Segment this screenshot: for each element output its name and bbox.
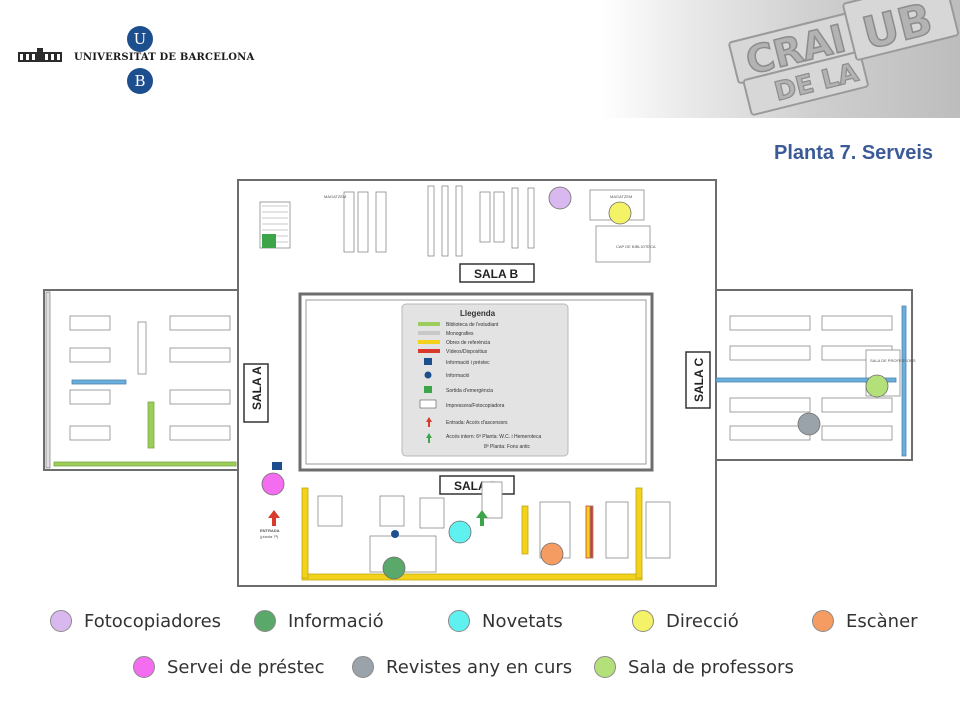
internal-access-arrow-icon [476,510,488,526]
sala-c-label: SALA C [692,357,706,402]
magatzem-label-2: MAGATZEM [610,194,632,199]
legend-label: Servei de préstec [167,656,325,678]
entrada-sublabel: (planta 7ª) [260,534,279,539]
sala-d-furniture [301,481,671,581]
crai-logo-tiles: CRAI DE LA UB [728,0,959,116]
legend-item-escaner[interactable]: Escàner [812,606,918,636]
sala-a-label: SALA A [250,366,264,410]
sala-c-box [685,351,711,409]
services-legend-row-1: Fotocopiadores Informació Novetats Direc… [0,606,960,636]
plan-legend-item: Monografies [446,331,474,337]
marker-novetats[interactable] [448,520,472,544]
revistes-dot-icon [352,656,374,678]
plan-legend-item: Sortida d'emergència [446,388,493,394]
building-walls [43,179,913,587]
internal-access-icon [426,433,432,443]
legend-swatch-biblioteca [418,322,440,326]
marker-fotocopiadores[interactable] [548,186,572,210]
crai-logo: CRAI DE LA UB [728,0,959,116]
direccio-dot-icon [632,610,654,632]
ub-word: UB [858,0,938,60]
plan-legend-item: Entrada: Accés d'ascensors [446,420,508,426]
information-icon [391,530,399,538]
entrance-icon [426,417,432,427]
legend-label: Informació [288,610,384,632]
plan-legend-item: Impressora/Fotocopiadora [446,403,505,409]
university-logo[interactable]: UNIVERSITAT DE BARCELONA U B [18,26,254,98]
legend-item-sala-professors[interactable]: Sala de professors [594,652,794,682]
marker-informacio[interactable] [382,556,406,580]
sala-b-label: SALA B [474,267,519,281]
service-markers [261,186,889,580]
floor-plan-svg: MAGATZEM MAGATZEM CAP DE BIBLIOTECA SALA… [43,179,916,587]
entrance-arrow-icon [268,510,280,526]
exit-icon [424,386,432,393]
legend-label: Revistes any en curs [386,656,573,678]
legend-item-revistes[interactable]: Revistes any en curs [352,652,572,682]
legend-label: Direcció [666,610,739,632]
legend-item-fotocopiadores[interactable]: Fotocopiadores [50,606,221,636]
marker-revistes[interactable] [797,412,821,436]
entrada-label: ENTRADA [260,528,280,533]
plan-legend-title: Llegenda [460,309,496,318]
marker-escaner[interactable] [540,542,564,566]
info-icon [424,371,432,379]
printer-icon [419,399,437,409]
legend-label: Novetats [482,610,563,632]
university-building-icon [18,48,62,62]
ub-logo-letter-b: B [127,68,153,94]
emergency-exit-icon [262,234,276,248]
page-title: Planta 7. Serveis [774,142,933,164]
informacio-dot-icon [254,610,276,632]
sala-b-box [459,263,535,283]
fotocopiadores-dot-icon [50,610,72,632]
loan-info-icon [424,358,432,365]
plan-legend-item: Vídeos/Dispositius [446,349,488,355]
services-legend-row-2: Servei de préstec Revistes any en curs S… [0,652,960,682]
ub-logo-letter-u: U [127,26,153,52]
marker-servei-prestec[interactable] [261,472,285,496]
escaner-dot-icon [812,610,834,632]
plan-legend-item: Informació [446,373,470,379]
legend-swatch-monografies [418,331,440,335]
legend-item-servei-prestec[interactable]: Servei de préstec [133,652,324,682]
sala-a-furniture [45,291,237,469]
plan-legend-panel [401,303,569,457]
plan-legend-item: Obres de referència [446,340,490,346]
magatzem-label-1: MAGATZEM [324,194,346,199]
sala-b-furniture [259,185,651,263]
loan-desk-icon [272,462,282,470]
sala-a-box [243,363,269,423]
novetats-dot-icon [448,610,470,632]
legend-swatch-referencia [418,340,440,344]
sala-professors-dot-icon [594,656,616,678]
servei-prestec-dot-icon [133,656,155,678]
plan-legend-item: Informació i préstec [446,360,490,366]
plan-legend-item: Accés intern: 6ª Planta: W.C. i Hemerote… [446,434,541,440]
plan-legend-item: Biblioteca de l'estudiant [446,322,499,328]
university-name: UNIVERSITAT DE BARCELONA [74,52,255,63]
legend-item-informacio[interactable]: Informació [254,606,384,636]
legend-item-novetats[interactable]: Novetats [448,606,563,636]
plan-legend-item: 8ª Planta: Fons antic [484,444,531,450]
legend-item-direccio[interactable]: Direcció [632,606,739,636]
legend-label: Escàner [846,610,918,632]
legend-label: Sala de professors [628,656,794,678]
crai-banner[interactable]: CRAI DE LA UB [600,0,960,118]
sala-c-furniture [715,305,907,457]
cap-biblioteca-label: CAP DE BIBLIOTECA [616,244,656,249]
page-header: UNIVERSITAT DE BARCELONA U B CRAI DE LA … [0,0,960,118]
marker-direccio[interactable] [608,201,632,225]
floor-plan: MAGATZEM MAGATZEM CAP DE BIBLIOTECA SALA… [40,176,918,590]
marker-sala-professors[interactable] [865,374,889,398]
legend-swatch-videos [418,349,440,353]
sala-professors-label: SALA DE PROFESSORS [870,358,916,363]
legend-label: Fotocopiadores [84,610,222,632]
